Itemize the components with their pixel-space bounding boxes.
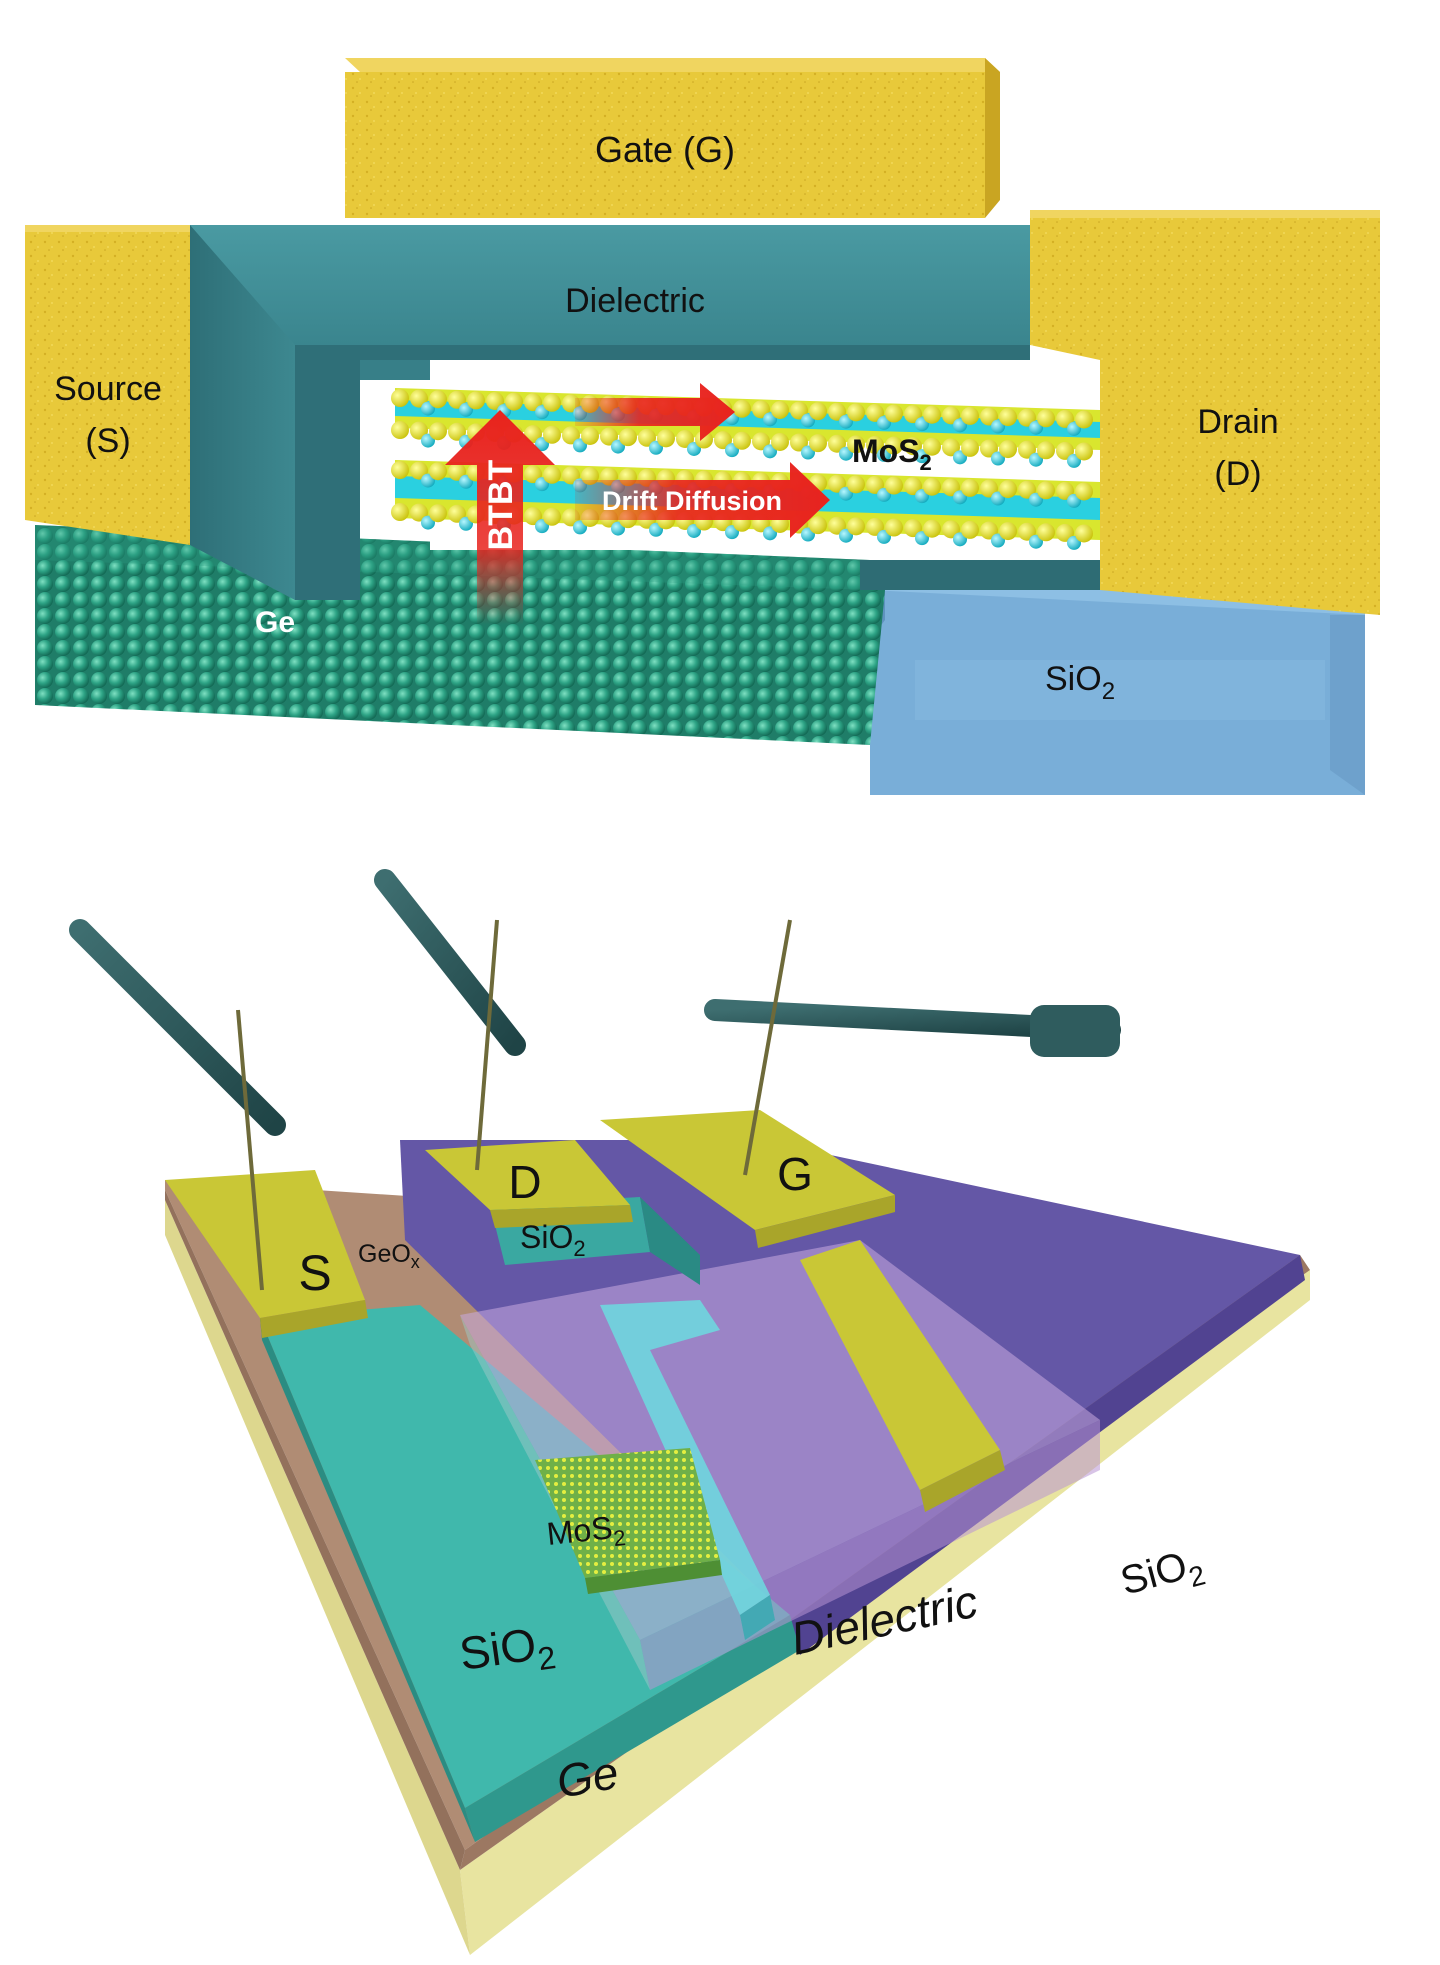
sulfur-atom <box>619 428 637 446</box>
sulfur-atom <box>885 405 903 423</box>
sulfur-atom <box>467 391 485 409</box>
sulfur-atom <box>961 521 979 539</box>
sulfur-atom <box>543 426 561 444</box>
sulfur-atom <box>847 517 865 535</box>
sulfur-atom <box>429 462 447 480</box>
sulfur-atom <box>1037 523 1055 541</box>
sulfur-atom <box>391 421 409 439</box>
g-pad-label: G <box>777 1148 813 1200</box>
sio2-block <box>870 575 1365 795</box>
sulfur-atom <box>733 400 751 418</box>
sulfur-atom <box>391 461 409 479</box>
sulfur-atom <box>505 393 523 411</box>
ge-base-label: Ge <box>553 1746 622 1808</box>
sulfur-atom <box>543 466 561 484</box>
drain-label-line1: Drain <box>1197 403 1278 441</box>
sulfur-atom <box>429 422 447 440</box>
sulfur-atom <box>771 401 789 419</box>
sulfur-atom <box>1037 409 1055 427</box>
sulfur-atom <box>809 516 827 534</box>
sulfur-atom <box>1037 481 1055 499</box>
sulfur-atom <box>1075 482 1093 500</box>
sulfur-atom <box>543 508 561 526</box>
sulfur-atom <box>961 407 979 425</box>
sulfur-atom <box>809 402 827 420</box>
source-label-line2: (S) <box>85 422 130 460</box>
sulfur-atom <box>543 394 561 412</box>
drift-diffusion-label: Drift Diffusion <box>602 486 782 516</box>
sulfur-atom <box>391 503 409 521</box>
sulfur-atom <box>923 478 941 496</box>
sulfur-atom <box>961 439 979 457</box>
sulfur-atom <box>1075 524 1093 542</box>
sulfur-atom <box>923 520 941 538</box>
s-pad-label: S <box>298 1245 331 1301</box>
dielectric-label: Dielectric <box>565 282 705 320</box>
source-label-line1: Source <box>54 370 162 408</box>
sulfur-atom <box>733 432 751 450</box>
drain-label-line2: (D) <box>1214 455 1261 493</box>
sulfur-atom <box>429 390 447 408</box>
gate-label: Gate (G) <box>595 129 735 170</box>
sulfur-atom <box>771 433 789 451</box>
d-pad-label: D <box>508 1156 541 1208</box>
sulfur-atom <box>429 504 447 522</box>
sulfur-atom <box>391 389 409 407</box>
sulfur-atom <box>999 408 1017 426</box>
sulfur-atom <box>1037 441 1055 459</box>
ge-substrate <box>35 525 885 745</box>
geox-label: GeOx <box>358 1240 420 1272</box>
sulfur-atom <box>581 427 599 445</box>
bottom-device-diagram: S D G GeOx SiO2 MoS2 Dielectric SiO2 SiO… <box>80 880 1310 1960</box>
sulfur-atom <box>1075 410 1093 428</box>
sulfur-atom <box>847 475 865 493</box>
sulfur-atom <box>999 440 1017 458</box>
sulfur-atom <box>923 406 941 424</box>
sulfur-atom <box>885 477 903 495</box>
btbt-label: BTBT <box>482 459 520 550</box>
probe-drain <box>385 880 515 1170</box>
sulfur-atom <box>809 434 827 452</box>
sulfur-atom <box>999 480 1017 498</box>
sulfur-atom <box>999 522 1017 540</box>
sulfur-atom <box>961 479 979 497</box>
sulfur-atom <box>657 429 675 447</box>
sio2-right-label: SiO2 <box>1116 1540 1209 1611</box>
sulfur-atom <box>885 519 903 537</box>
top-device-diagram: Gate (G) Dielectric Source (S) Drain (D)… <box>25 58 1380 795</box>
sulfur-atom <box>847 403 865 421</box>
sulfur-atom <box>1075 442 1093 460</box>
ge-label: Ge <box>255 606 295 639</box>
